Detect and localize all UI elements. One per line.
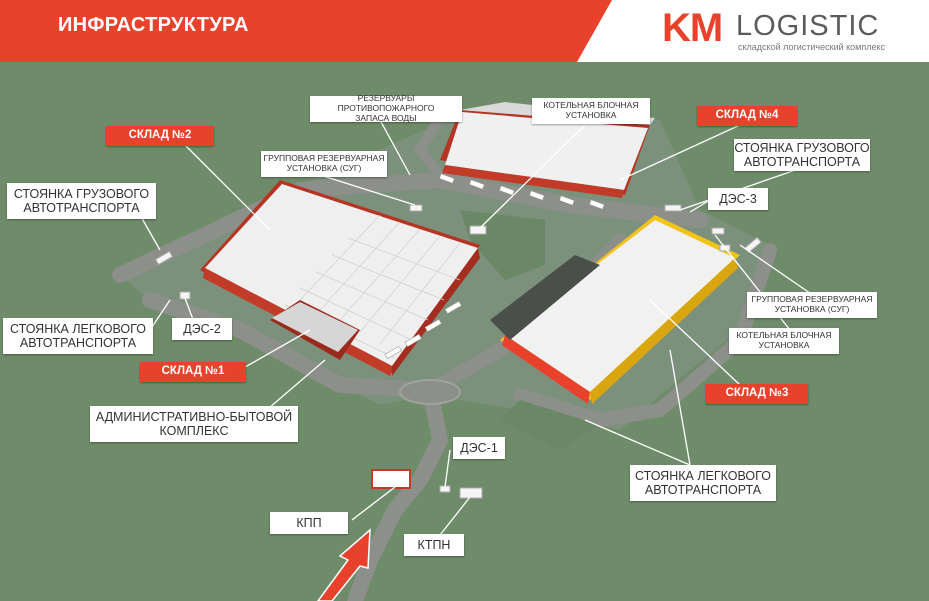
label-transformer: КТПН [404, 534, 464, 556]
truck-parking-left-unit [154, 250, 174, 266]
boiler-top-unit [469, 225, 487, 235]
label-car-parking-left: СТОЯНКА ЛЕГКОВОГО АВТОТРАНСПОРТА [3, 318, 153, 354]
label-truck-parking-left: СТОЯНКА ГРУЗОВОГО АВТОТРАНСПОРТА [7, 183, 156, 219]
label-warehouse-3: СКЛАД №3 [706, 384, 808, 404]
label-warehouse-4: СКЛАД №4 [697, 106, 797, 126]
logo-word: LOGISTIC [736, 10, 880, 42]
des-3-unit [711, 227, 725, 235]
label-des-2: ДЭС-2 [172, 318, 232, 340]
label-warehouse-1: СКЛАД №1 [140, 362, 246, 382]
entry-arrow-icon [317, 528, 371, 601]
leader-lines [139, 119, 821, 536]
km-logistic-logo: KM LOGISTIC складской логистический комп… [662, 6, 922, 56]
lawn-bottom [500, 400, 600, 450]
label-warehouse-2: СКЛАД №2 [106, 126, 214, 146]
label-des-1: ДЭС-1 [453, 437, 505, 459]
label-checkpoint: КПП [270, 512, 348, 534]
page-title: ИНФРАСТРУКТУРА [58, 14, 249, 36]
warehouse-3-dock [490, 255, 600, 340]
label-car-parking-right: СТОЯНКА ЛЕГКОВОГО АВТОТРАНСПОРТА [630, 465, 776, 501]
label-truck-parking-right: СТОЯНКА ГРУЗОВОГО АВТОТРАНСПОРТА [734, 139, 870, 171]
label-admin-complex: АДМИНИСТРАТИВНО-БЫТОВОЙ КОМПЛЕКС [90, 406, 298, 442]
label-boiler-right: КОТЕЛЬНАЯ БЛОЧНАЯ УСТАНОВКА [729, 328, 839, 354]
admin-building [270, 300, 360, 360]
checkpoint-building [371, 469, 411, 489]
label-boiler-top: КОТЕЛЬНАЯ БЛОЧНАЯ УСТАНОВКА [532, 98, 650, 124]
transformer-building [459, 487, 483, 499]
des-2-unit [179, 291, 191, 300]
warehouse-3-building [500, 215, 740, 404]
warehouse-4-building [440, 102, 655, 198]
truck-parking-right-unit [664, 204, 682, 212]
label-gas-tank-top: ГРУППОВАЯ РЕЗЕРВУАРНАЯ УСТАНОВКА (СУГ) [261, 151, 387, 177]
label-gas-tank-right: ГРУППОВАЯ РЕЗЕРВУАРНАЯ УСТАНОВКА (СУГ) [747, 292, 877, 318]
roads [112, 105, 777, 601]
warehouse-1-trucks [384, 300, 462, 360]
warehouse-4-trucks [439, 173, 605, 210]
logo-subtitle: складской логистический комплекс [738, 42, 886, 52]
roundabout [399, 379, 461, 405]
label-des-3: ДЭС-3 [708, 188, 768, 210]
header-bar [0, 0, 929, 62]
label-fire-water-tanks: РЕЗЕРВУАРЫ ПРОТИВОПОЖАРНОГО ЗАПАСА ВОДЫ [310, 93, 462, 123]
logo-mark: KM [662, 6, 723, 50]
gas-tank-top-unit [409, 204, 423, 212]
